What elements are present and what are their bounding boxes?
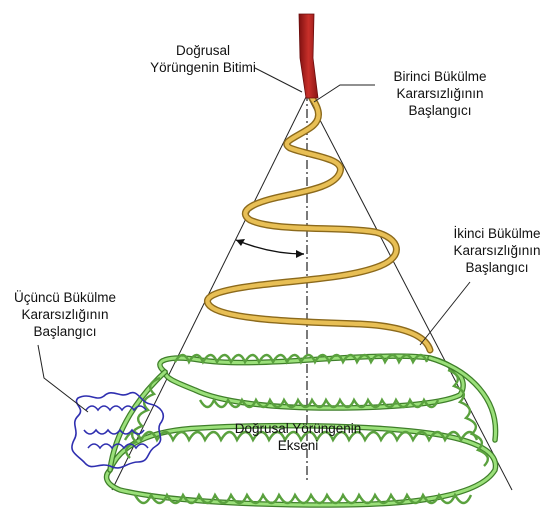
label-second-bending-instability: İkinci Bükülme Kararsızlığının Başlangıc… xyxy=(432,225,559,276)
opening-angle-arc xyxy=(236,240,304,254)
label-first-bending-instability: Birinci Bükülme Kararsızlığının Başlangı… xyxy=(360,68,520,119)
leader-third xyxy=(38,345,88,412)
label-line: Kararsızlığının xyxy=(432,242,559,259)
straight-jet xyxy=(299,14,318,98)
label-line: Ekseni xyxy=(218,437,378,454)
first-helix xyxy=(207,98,430,350)
label-line: Kararsızlığının xyxy=(0,306,130,323)
label-jet-axis: Doğrusal Yörüngenin Ekseni xyxy=(218,420,378,454)
label-line: Doğrusal Yörüngenin xyxy=(218,420,378,437)
label-line: Birinci Bükülme xyxy=(360,68,520,85)
label-line: Yörüngenin Bitimi xyxy=(118,59,288,76)
label-line: Kararsızlığının xyxy=(360,85,520,102)
arc-arrowhead-right xyxy=(296,250,304,258)
label-line: Başlangıcı xyxy=(360,102,520,119)
label-line: Doğrusal xyxy=(118,42,288,59)
leader-second xyxy=(420,282,470,345)
label-third-bending-instability: Üçüncü Bükülme Kararsızlığının Başlangıc… xyxy=(0,289,130,340)
label-line: Başlangıcı xyxy=(0,323,130,340)
label-straight-jet-end: Doğrusal Yörüngenin Bitimi xyxy=(118,42,288,76)
label-line: Başlangıcı xyxy=(432,259,559,276)
label-line: İkinci Bükülme xyxy=(432,225,559,242)
label-line: Üçüncü Bükülme xyxy=(0,289,130,306)
